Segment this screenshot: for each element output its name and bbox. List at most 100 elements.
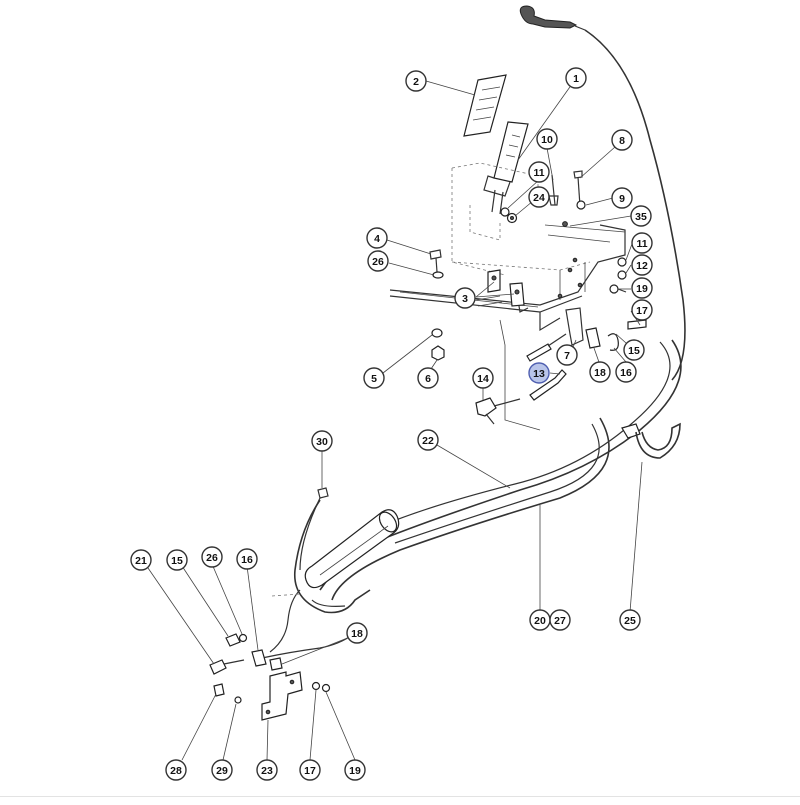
hinge-bracket <box>475 269 525 307</box>
svg-text:24: 24 <box>533 192 545 204</box>
callout-8[interactable]: 8 <box>611 129 633 151</box>
washer-26 <box>432 271 444 279</box>
nut-19 <box>609 284 619 294</box>
arm-7 <box>565 307 584 346</box>
svg-text:25: 25 <box>624 615 636 627</box>
bolt-8 <box>573 170 586 210</box>
callout-11[interactable]: 11 <box>528 161 550 183</box>
callout-24[interactable]: 24 <box>528 186 550 208</box>
svg-text:16: 16 <box>241 554 253 566</box>
svg-text:6: 6 <box>425 373 431 385</box>
callout-27[interactable]: 27 <box>549 609 571 631</box>
svg-text:4: 4 <box>374 233 380 245</box>
callout-1[interactable]: 1 <box>565 67 587 89</box>
callout-14[interactable]: 14 <box>472 367 494 389</box>
svg-text:15: 15 <box>171 555 183 567</box>
svg-text:1: 1 <box>573 73 579 85</box>
washer-11 <box>500 207 510 217</box>
callout-20[interactable]: 20 <box>529 609 551 631</box>
svg-text:26: 26 <box>206 552 218 564</box>
callout-17[interactable]: 17 <box>631 299 653 321</box>
svg-text:7: 7 <box>564 350 570 362</box>
callout-2[interactable]: 2 <box>405 70 427 92</box>
callout-23[interactable]: 23 <box>256 759 278 781</box>
link-18 <box>585 327 601 349</box>
svg-text:35: 35 <box>635 211 647 223</box>
callout-30[interactable]: 30 <box>311 430 333 452</box>
cable-22-inner <box>371 341 671 531</box>
svg-text:17: 17 <box>304 765 316 777</box>
ferrule-15 <box>225 633 241 647</box>
callout-6[interactable]: 6 <box>417 367 439 389</box>
callout-7[interactable]: 7 <box>556 344 578 366</box>
callout-19-bottom[interactable]: 19 <box>344 759 366 781</box>
callout-18[interactable]: 18 <box>589 361 611 383</box>
callout-15-bottom[interactable]: 15 <box>166 549 188 571</box>
svg-text:22: 22 <box>422 435 434 447</box>
svg-text:26: 26 <box>372 256 384 268</box>
callout-21[interactable]: 21 <box>130 549 152 571</box>
washer-5 <box>431 328 443 338</box>
svg-text:9: 9 <box>619 193 625 205</box>
callout-25[interactable]: 25 <box>619 609 641 631</box>
nut-12 <box>617 270 627 280</box>
callout-9[interactable]: 9 <box>611 187 633 209</box>
svg-text:21: 21 <box>135 555 147 567</box>
svg-text:29: 29 <box>216 765 228 777</box>
bottom-divider <box>0 796 800 797</box>
washer-29 <box>234 696 242 704</box>
cable-clamp-25 <box>621 422 681 459</box>
svg-text:12: 12 <box>636 260 648 272</box>
callout-5[interactable]: 5 <box>363 367 385 389</box>
svg-text:5: 5 <box>371 373 377 385</box>
callout-13-selected[interactable]: 13 <box>528 362 550 384</box>
callout-26[interactable]: 26 <box>367 250 389 272</box>
callout-29[interactable]: 29 <box>211 759 233 781</box>
svg-text:27: 27 <box>554 615 566 627</box>
callout-12[interactable]: 12 <box>631 254 653 276</box>
callout-28[interactable]: 28 <box>165 759 187 781</box>
svg-text:11: 11 <box>533 167 544 179</box>
svg-text:14: 14 <box>477 373 489 385</box>
nut-17-bottom <box>311 681 321 691</box>
linkage-rod <box>526 333 567 401</box>
top-cable <box>584 29 686 381</box>
fitting-18 <box>269 657 283 671</box>
svg-text:2: 2 <box>413 76 419 88</box>
callout-3[interactable]: 3 <box>454 287 476 309</box>
callout-19[interactable]: 19 <box>631 277 653 299</box>
callout-15[interactable]: 15 <box>623 339 645 361</box>
spring-clip-16 <box>607 333 619 351</box>
svg-text:18: 18 <box>351 628 363 640</box>
svg-text:11: 11 <box>636 238 647 250</box>
callout-22[interactable]: 22 <box>417 429 439 451</box>
pedal-arm <box>483 121 529 215</box>
callout-4[interactable]: 4 <box>366 227 388 249</box>
cable-loop <box>294 499 371 614</box>
clip-17 <box>627 319 647 330</box>
washer-26-bottom <box>238 633 248 643</box>
callout-10[interactable]: 10 <box>536 128 558 150</box>
callout-16-bottom[interactable]: 16 <box>236 548 258 570</box>
clamp-16 <box>251 649 267 667</box>
svg-text:10: 10 <box>541 134 553 146</box>
callout-11-right[interactable]: 11 <box>631 232 653 254</box>
nut-19-bottom <box>321 683 331 693</box>
callout-35[interactable]: 35 <box>630 205 652 227</box>
callout-26-bottom[interactable]: 26 <box>201 546 223 568</box>
bolt-10 <box>548 174 559 206</box>
callout-18-bottom[interactable]: 18 <box>346 622 368 644</box>
cable-boot <box>304 509 400 589</box>
callouts: 2 1 10 8 11 24 9 35 4 11 26 12 19 3 17 1… <box>130 67 653 781</box>
svg-text:15: 15 <box>628 345 640 357</box>
cable-20-27 <box>331 417 610 601</box>
svg-text:28: 28 <box>170 765 182 777</box>
svg-text:8: 8 <box>619 135 625 147</box>
bolt-4 <box>429 249 442 273</box>
cable-20-27-inner <box>394 423 600 544</box>
callout-16[interactable]: 16 <box>615 361 637 383</box>
leader-lines <box>147 80 643 761</box>
callout-17-bottom[interactable]: 17 <box>299 759 321 781</box>
